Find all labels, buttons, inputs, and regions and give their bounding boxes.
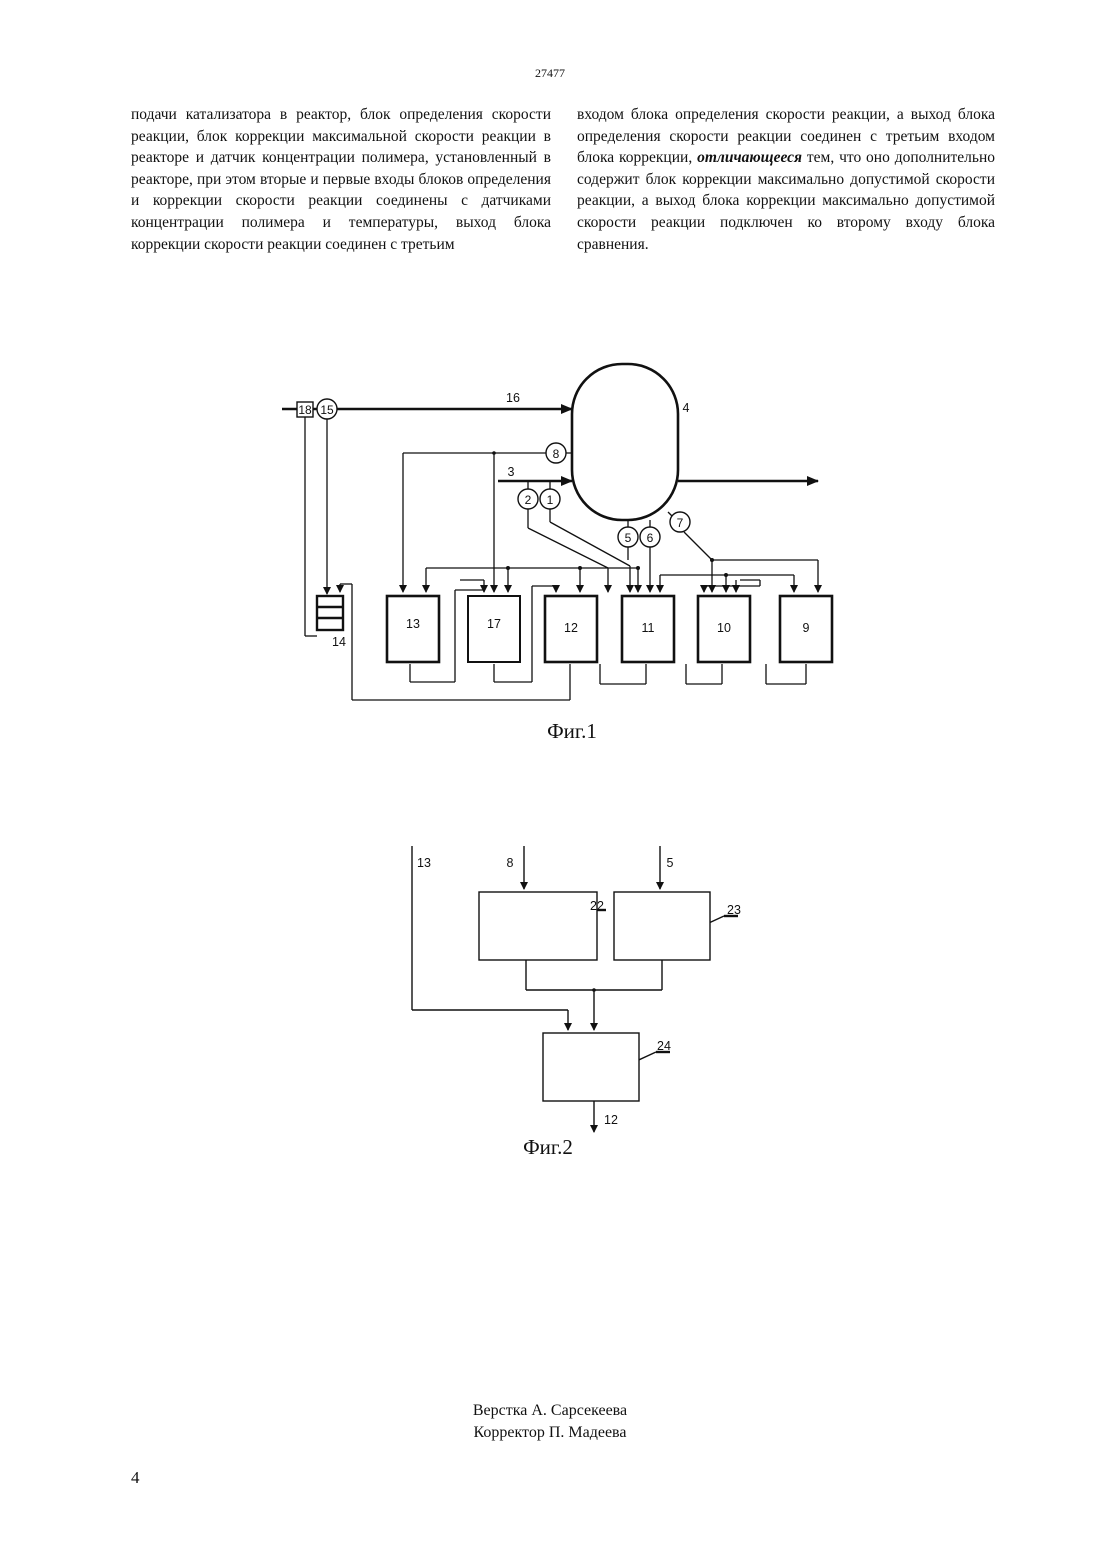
- left-column-text: подачи катализатора в реактор, блок опре…: [131, 104, 551, 255]
- block-14: [317, 596, 343, 630]
- label-8: 8: [553, 447, 560, 461]
- figure-2-caption: Фиг.2: [523, 1135, 573, 1159]
- block-23: [614, 892, 710, 960]
- page-number: 4: [131, 1468, 140, 1488]
- label-15: 15: [320, 403, 334, 417]
- fig2-input-13: 13: [417, 856, 431, 870]
- label-16: 16: [506, 391, 520, 405]
- label-7: 7: [677, 516, 684, 530]
- figure-1: 18 15 16 4 8 3 2 1 5 6 7 14 13 17 12 11 …: [270, 355, 860, 775]
- label-5: 5: [625, 531, 632, 545]
- label-1: 1: [547, 493, 554, 507]
- block-9-label: 9: [803, 621, 810, 635]
- fig2-label-22: 22: [590, 899, 604, 913]
- text-column-left: подачи катализатора в реактор, блок опре…: [131, 104, 551, 255]
- label-14: 14: [332, 635, 346, 649]
- fig2-input-8: 8: [507, 856, 514, 870]
- block-13-label: 13: [406, 617, 420, 631]
- label-18: 18: [298, 403, 312, 417]
- fig2-output-12: 12: [604, 1113, 618, 1127]
- figure-1-caption: Фиг.1: [547, 719, 597, 743]
- right-column-paragraph: входом блока определения скорости реакци…: [577, 104, 995, 255]
- block-17-label: 17: [487, 617, 501, 631]
- fig2-label-24: 24: [657, 1039, 671, 1053]
- reactor-vessel: [572, 364, 678, 520]
- figure-1-diagram: 18 15 16 4 8 3 2 1 5 6 7 14 13 17 12 11 …: [270, 355, 860, 775]
- patent-number: 27477: [0, 66, 1100, 81]
- figure-2: 13 8 5 22 23 24 12 Фиг.2: [395, 830, 755, 1170]
- claim-emphasis: отличающееся: [697, 149, 802, 166]
- text-column-right: входом блока определения скорости реакци…: [577, 104, 995, 255]
- layout-credit: Верстка А. Сарсекеева: [0, 1400, 1100, 1422]
- proof-credit: Корректор П. Мадеева: [0, 1422, 1100, 1444]
- block-11-label: 11: [642, 621, 655, 635]
- credits: Верстка А. Сарсекеева Корректор П. Мадее…: [0, 1400, 1100, 1444]
- block-24: [543, 1033, 639, 1101]
- figure-2-diagram: 13 8 5 22 23 24 12 Фиг.2: [395, 830, 755, 1170]
- block-12-label: 12: [564, 621, 578, 635]
- block-22: [479, 892, 597, 960]
- label-2: 2: [525, 493, 532, 507]
- label-3: 3: [508, 465, 515, 479]
- label-6: 6: [647, 531, 654, 545]
- fig2-label-23: 23: [727, 903, 741, 917]
- fig2-input-5: 5: [667, 856, 674, 870]
- block-10-label: 10: [717, 621, 731, 635]
- label-4: 4: [683, 401, 690, 415]
